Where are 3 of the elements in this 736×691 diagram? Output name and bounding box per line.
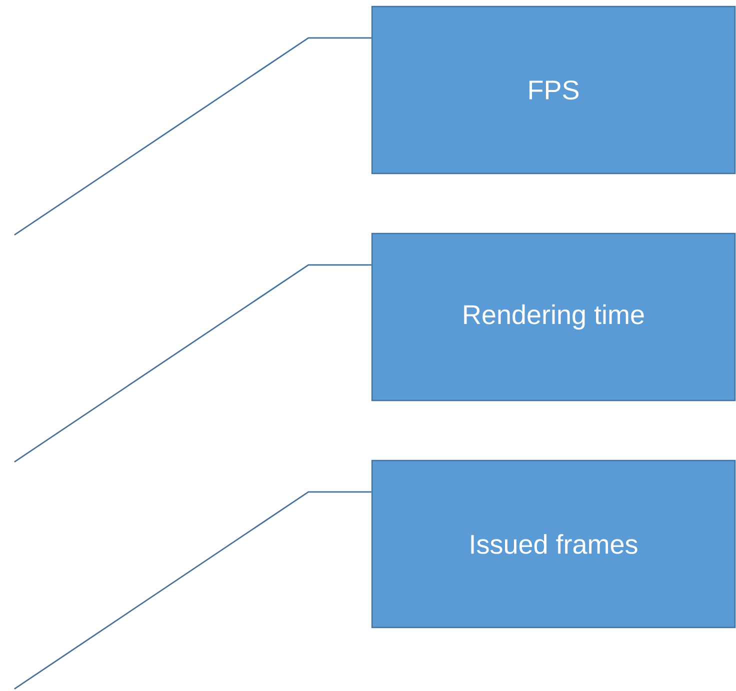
process-box: Rendering time	[371, 232, 736, 402]
process-box: Issued frames	[371, 460, 736, 628]
process-box: FPS	[371, 6, 736, 174]
